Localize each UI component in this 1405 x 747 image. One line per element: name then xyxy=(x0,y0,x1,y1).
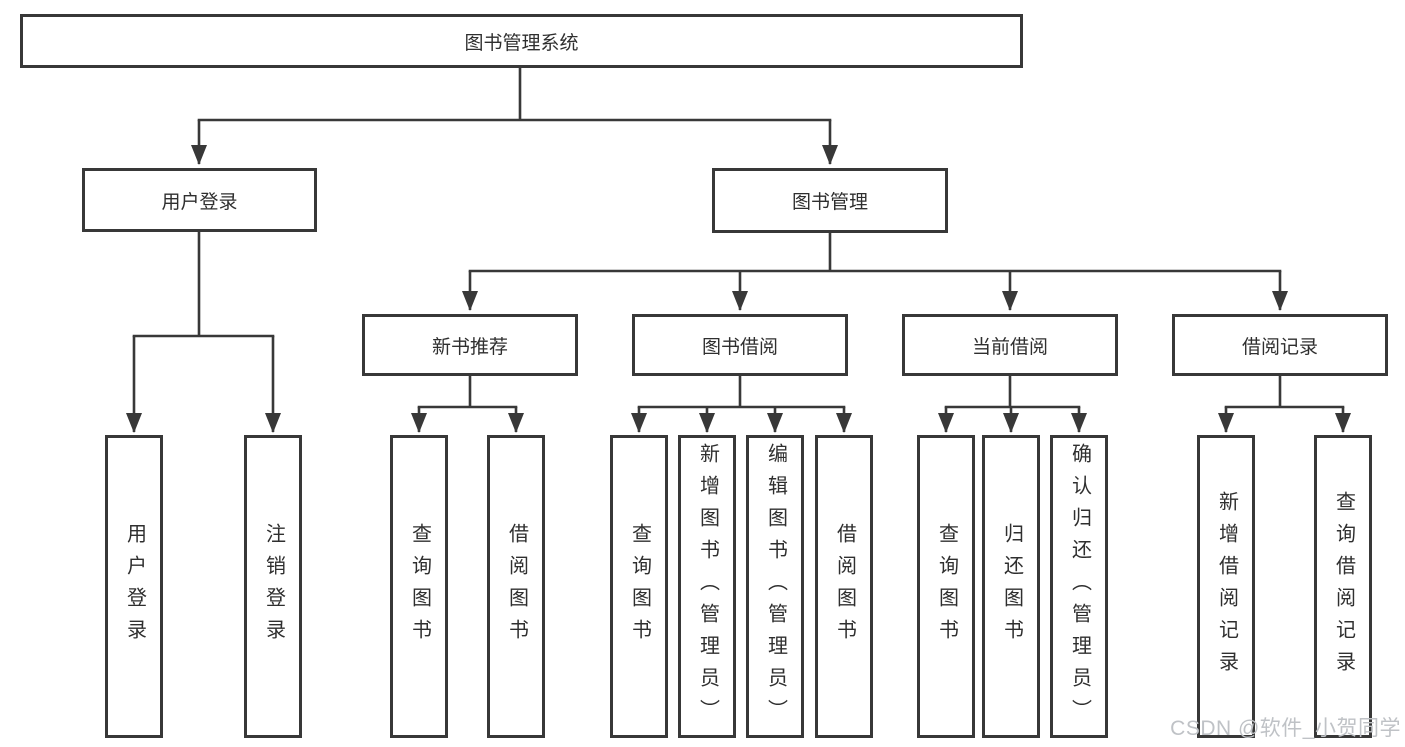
leaf-search-books-1-label: 查询图书 xyxy=(408,522,431,651)
node-borrow-records-label: 借阅记录 xyxy=(1241,336,1318,358)
leaf-search-borrow-record-label: 查询借阅记录 xyxy=(1332,490,1355,683)
leaf-search-books-2: 查询图书 xyxy=(610,435,668,738)
leaf-return-books-label: 归还图书 xyxy=(1000,522,1023,651)
node-borrow-records: 借阅记录 xyxy=(1172,314,1388,376)
leaf-borrow-books-2: 借阅图书 xyxy=(815,435,873,738)
tree-skeleton xyxy=(132,66,1345,409)
leaf-confirm-return-admin: 确认归还（管理员） xyxy=(1050,435,1108,738)
leaf-search-books-3: 查询图书 xyxy=(917,435,975,738)
node-new-book-recommend: 新书推荐 xyxy=(362,314,578,376)
node-current-borrow: 当前借阅 xyxy=(902,314,1118,376)
leaf-search-books-3-label: 查询图书 xyxy=(935,522,958,651)
leaf-search-borrow-record: 查询借阅记录 xyxy=(1314,435,1372,738)
leaf-logout: 注销登录 xyxy=(244,435,302,738)
leaf-user-login-label: 用户登录 xyxy=(123,522,146,651)
leaf-user-login: 用户登录 xyxy=(105,435,163,738)
leaf-edit-book-admin: 编辑图书（管理员） xyxy=(746,435,804,738)
node-new-book-recommend-label: 新书推荐 xyxy=(431,336,508,358)
node-user-login: 用户登录 xyxy=(82,168,317,232)
node-book-borrow: 图书借阅 xyxy=(632,314,848,376)
leaf-search-books-1: 查询图书 xyxy=(390,435,448,738)
leaf-add-borrow-record-label: 新增借阅记录 xyxy=(1215,490,1238,683)
csdn-watermark: CSDN @软件_小贺同学 xyxy=(1170,717,1401,740)
leaf-add-borrow-record: 新增借阅记录 xyxy=(1197,435,1255,738)
node-user-login-label: 用户登录 xyxy=(161,191,238,213)
node-library-system-label: 图书管理系统 xyxy=(464,32,579,54)
node-current-borrow-label: 当前借阅 xyxy=(971,336,1048,358)
node-library-system: 图书管理系统 xyxy=(20,14,1023,68)
leaf-add-book-admin-label: 新增图书（管理员） xyxy=(696,442,719,731)
leaf-borrow-books-2-label: 借阅图书 xyxy=(833,522,856,651)
leaf-edit-book-admin-label: 编辑图书（管理员） xyxy=(764,442,787,731)
leaf-add-book-admin: 新增图书（管理员） xyxy=(678,435,736,738)
node-book-management-label: 图书管理 xyxy=(791,192,868,213)
leaf-borrow-books-1: 借阅图书 xyxy=(487,435,545,738)
leaf-borrow-books-1-label: 借阅图书 xyxy=(505,522,528,651)
leaf-return-books: 归还图书 xyxy=(982,435,1040,738)
leaf-logout-label: 注销登录 xyxy=(262,522,285,651)
node-book-borrow-label: 图书借阅 xyxy=(701,336,778,358)
node-book-management: 图书管理 xyxy=(712,168,948,233)
leaf-search-books-2-label: 查询图书 xyxy=(628,522,651,651)
leaf-confirm-return-admin-label: 确认归还（管理员） xyxy=(1068,442,1091,731)
